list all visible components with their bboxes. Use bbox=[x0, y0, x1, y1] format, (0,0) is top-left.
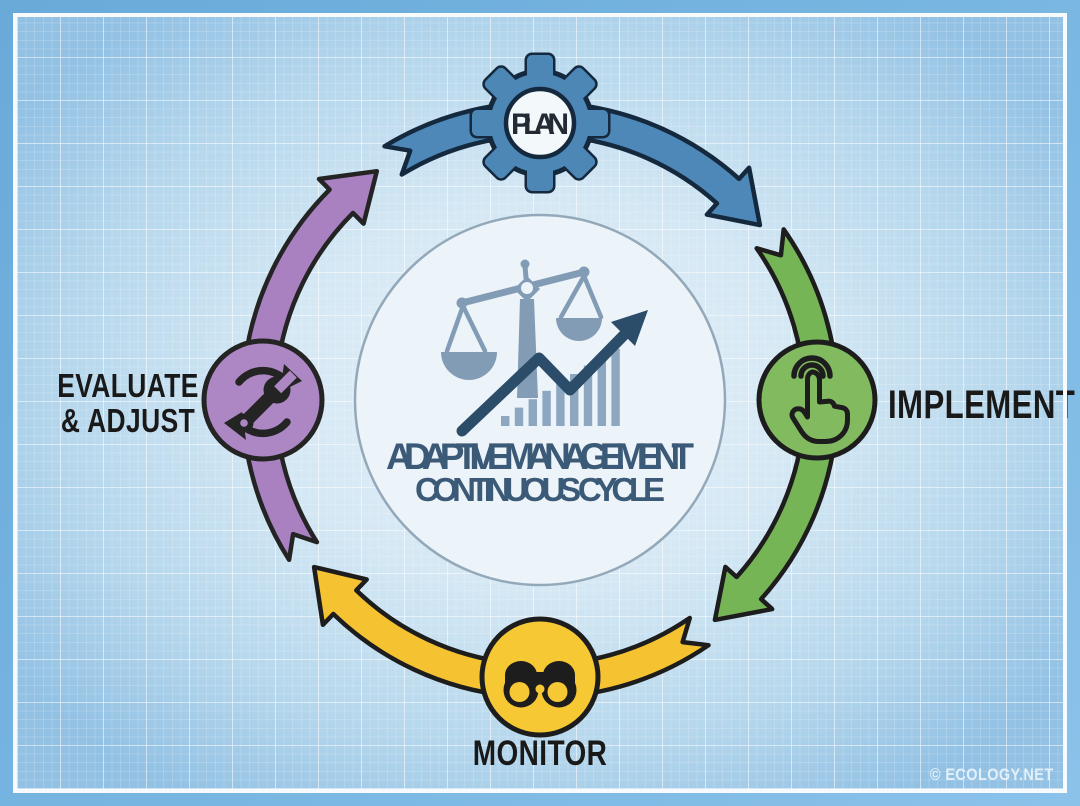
chart-bar bbox=[556, 382, 565, 426]
evaluate-label-line2: & ADJUST bbox=[60, 401, 196, 439]
binoculars-icon bbox=[503, 661, 577, 708]
monitor-label: MONITOR bbox=[472, 734, 608, 773]
center-circle bbox=[353, 213, 727, 587]
evaluate-label: EVALUATE & ADJUST bbox=[54, 367, 201, 439]
tap-hand-icon bbox=[789, 355, 850, 444]
gear-tooth bbox=[484, 145, 518, 179]
chart-bar bbox=[501, 416, 510, 426]
gear-tooth bbox=[582, 110, 608, 136]
chart-bar bbox=[528, 399, 537, 426]
gear-tooth bbox=[472, 110, 498, 136]
chart-bar bbox=[570, 374, 579, 426]
chart-bar bbox=[514, 407, 524, 426]
balance-scale-icon bbox=[441, 259, 604, 398]
monitor-node bbox=[479, 616, 601, 738]
chart-bar bbox=[542, 390, 551, 426]
plan-node: PLAN bbox=[469, 52, 611, 194]
watermark: © ECOLOGY.NET bbox=[930, 765, 1054, 784]
chart-bar bbox=[611, 348, 620, 426]
gear-tooth bbox=[527, 165, 553, 191]
gear-tooth bbox=[484, 67, 518, 101]
evaluate-label-line1: EVALUATE bbox=[57, 367, 199, 404]
implement-node bbox=[756, 339, 878, 461]
implement-label: IMPLEMENT bbox=[888, 383, 1076, 427]
plan-label: PLAN bbox=[511, 108, 569, 141]
rising-arrow-icon bbox=[456, 310, 648, 437]
gear-tooth bbox=[527, 55, 553, 81]
center-title-line1: ADAPTIVE MANAGEMENT bbox=[386, 436, 694, 477]
chart-bar bbox=[597, 357, 606, 426]
gear-tooth bbox=[562, 145, 596, 179]
chart-bar bbox=[583, 365, 593, 426]
gear-tooth bbox=[562, 67, 596, 101]
evaluate-node bbox=[201, 338, 325, 462]
center-title-line2: CONTINUOUS CYCLE bbox=[415, 471, 665, 508]
wrench-refresh-icon bbox=[224, 364, 302, 440]
growth-chart-bars bbox=[501, 348, 620, 426]
